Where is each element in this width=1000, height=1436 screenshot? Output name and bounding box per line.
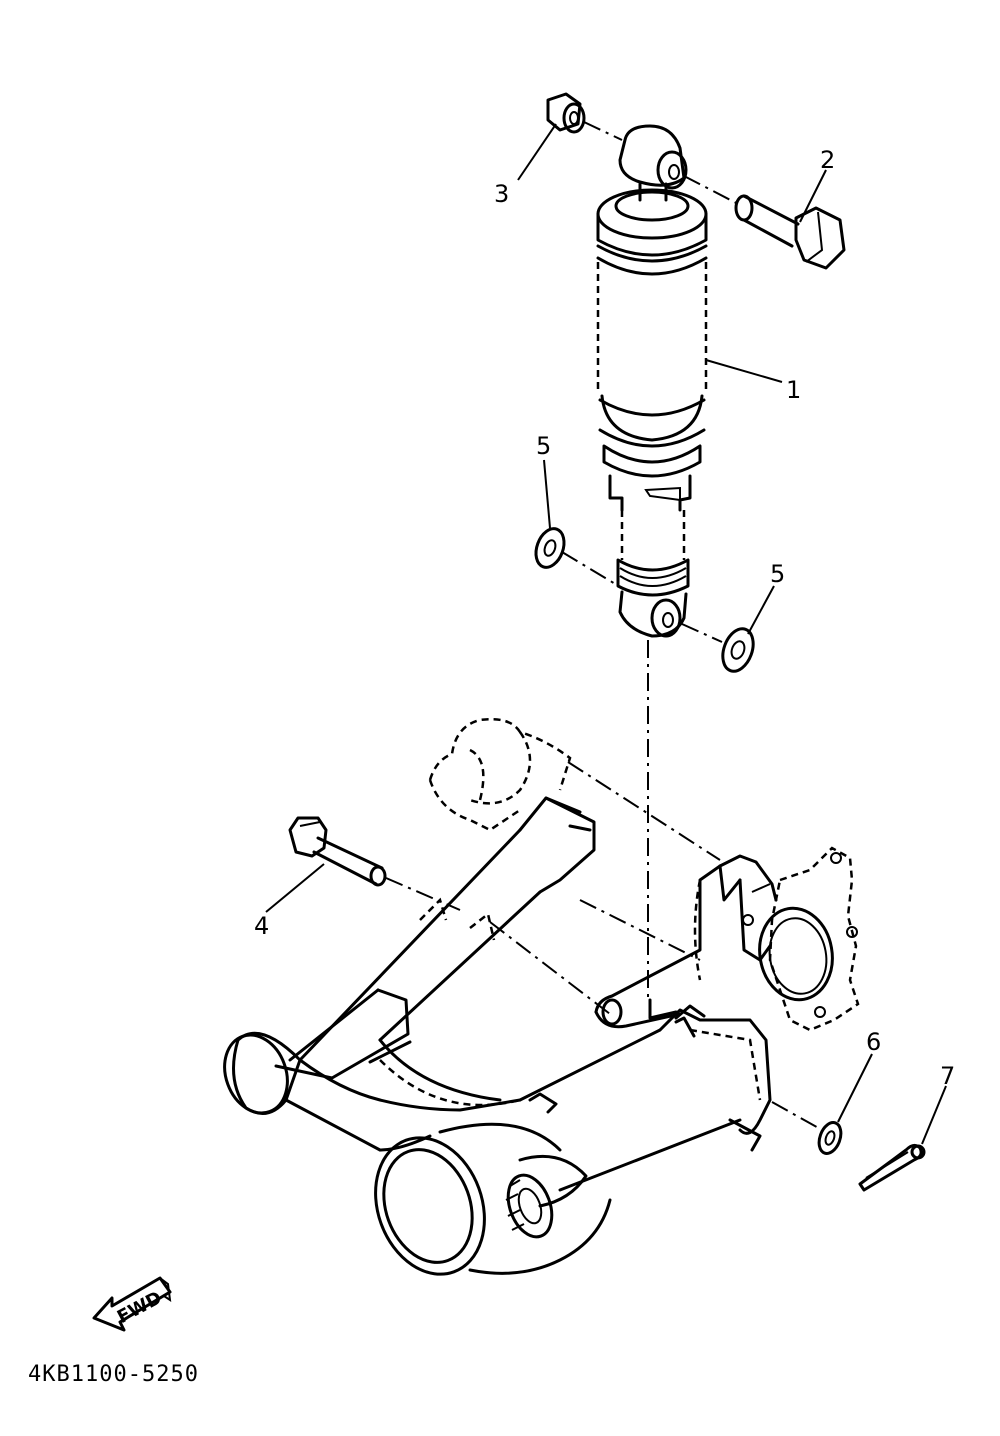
axis-line-axle — [771, 1101, 823, 1131]
axis-line-washer-left — [561, 551, 623, 589]
part-6-washer — [817, 1121, 843, 1155]
axis-line-upper-left — [583, 121, 623, 141]
part-2-bolt — [734, 194, 846, 270]
swingarm — [223, 718, 860, 1276]
callout-6: 6 — [866, 1028, 881, 1056]
callout-2: 2 — [820, 146, 835, 174]
callout-5-upper: 5 — [536, 432, 551, 460]
part-5-washer-left — [534, 527, 566, 569]
axis-line-upper-right — [683, 175, 743, 207]
fwd-arrow-icon: FWD — [92, 1276, 172, 1332]
callout-1: 1 — [786, 376, 801, 404]
part-1-rear-shock-absorber — [596, 124, 708, 638]
callout-5-lower: 5 — [770, 560, 785, 588]
diagram-code: 4KB1100-5250 — [28, 1362, 199, 1387]
axis-line-washer-right — [681, 623, 723, 643]
callout-3: 3 — [494, 180, 509, 208]
axis-line-pivot-through — [489, 921, 611, 1015]
part-3-nut — [546, 92, 586, 134]
callout-4: 4 — [254, 912, 269, 940]
callout-7: 7 — [940, 1062, 955, 1090]
part-7-cotter-pin — [858, 1143, 926, 1192]
fwd-label: FWD — [114, 1287, 165, 1328]
part-5-washer-right — [721, 627, 755, 673]
part-4-pivot-bolt — [288, 816, 387, 887]
leader-lines — [265, 123, 947, 1145]
